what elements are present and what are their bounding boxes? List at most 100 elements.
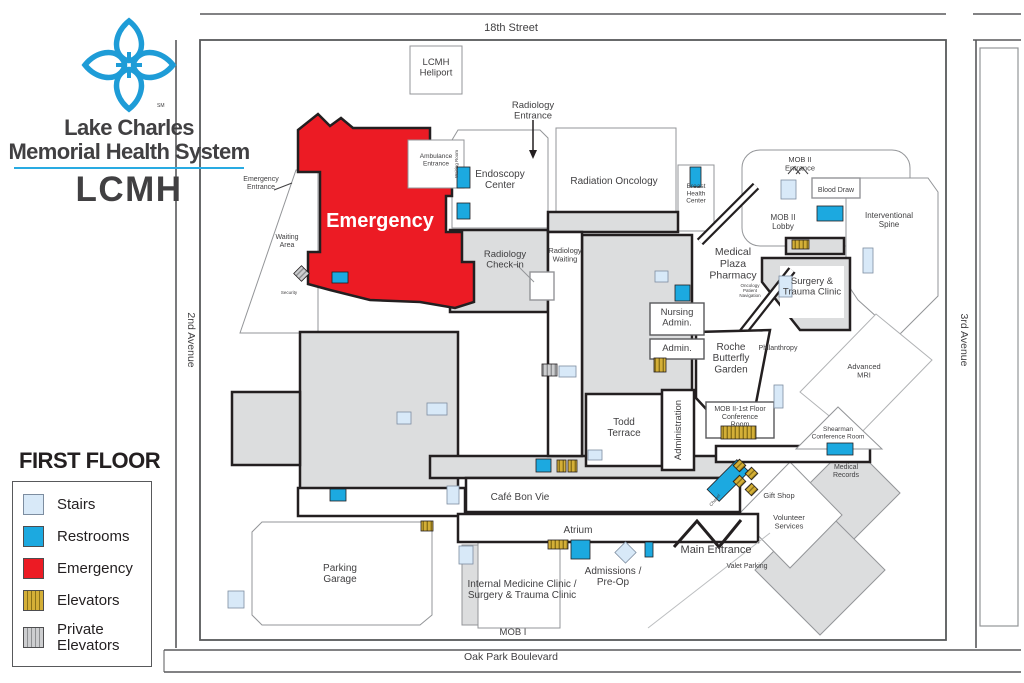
elevator-marker bbox=[732, 474, 747, 489]
room-ambulance-entrance bbox=[407, 139, 465, 189]
restroom-marker bbox=[456, 202, 471, 220]
street-lines bbox=[163, 13, 1021, 673]
building-endoscopy-center bbox=[451, 129, 549, 229]
corridor-administration bbox=[660, 388, 696, 472]
legend-label-stairs: Stairs bbox=[57, 495, 96, 513]
room-radiology-check-in bbox=[529, 271, 555, 301]
label-main-entrance: Main Entrance bbox=[681, 544, 752, 556]
emergency-entrance-arrow bbox=[273, 182, 293, 191]
block-across-3rd-avenue bbox=[979, 47, 1019, 627]
stairs-marker bbox=[862, 247, 874, 274]
elevator-marker bbox=[420, 520, 434, 532]
building-north-strip bbox=[546, 210, 680, 234]
building-gift-shop-volunteer bbox=[737, 461, 843, 569]
corridor-atrium bbox=[456, 512, 760, 544]
radiology-entrance-arrowhead bbox=[529, 150, 537, 159]
elevators-swatch bbox=[23, 590, 44, 611]
building-internal-medicine-clinic bbox=[477, 541, 561, 629]
room-admin bbox=[649, 338, 705, 360]
label-mob1: MOB I bbox=[500, 627, 527, 638]
label-administration: Administration bbox=[673, 400, 684, 460]
restroom-marker bbox=[456, 166, 471, 189]
elevator-marker bbox=[567, 459, 578, 473]
elevator-marker bbox=[720, 425, 757, 440]
private-swatch bbox=[23, 627, 44, 649]
radiology-check-in-pointer bbox=[515, 263, 535, 283]
label-emergency: Emergency bbox=[326, 210, 435, 232]
restroom-marker bbox=[826, 442, 854, 456]
stairs-marker bbox=[396, 411, 412, 425]
elevator-marker bbox=[744, 482, 759, 497]
label-waiting-room: Waiting Room bbox=[454, 150, 459, 178]
label-security: Security bbox=[281, 290, 298, 295]
label-blood-draw: Blood Draw bbox=[818, 187, 855, 194]
main-entrance-zigzag-wall bbox=[672, 518, 743, 550]
elevator-marker bbox=[653, 357, 667, 373]
mob2-entrance-marks bbox=[787, 166, 809, 175]
label-surgery-trauma-clinic: Surgery &Trauma Clinic bbox=[783, 276, 841, 298]
legend-item-emergency: Emergency bbox=[23, 558, 141, 579]
stairs-marker bbox=[446, 485, 460, 505]
legend-item-private: Private Elevators bbox=[23, 622, 141, 654]
legend-label-emergency: Emergency bbox=[57, 559, 133, 577]
lcmh-logo-icon: SM bbox=[81, 17, 177, 113]
restroom-marker bbox=[570, 539, 591, 560]
label-internal-medicine-clinic: Internal Medicine Clinic /Surgery & Trau… bbox=[468, 579, 577, 601]
stairs-marker bbox=[558, 365, 577, 378]
stairs-marker bbox=[458, 545, 474, 565]
restroom-marker bbox=[816, 205, 844, 222]
label-philanthropy: Philanthropy bbox=[759, 345, 798, 352]
elevator-marker bbox=[732, 458, 747, 473]
restroom-marker bbox=[674, 284, 691, 302]
logo-trademark: SM bbox=[157, 103, 165, 109]
label-street-2nd-avenue: 2nd Avenue bbox=[185, 312, 197, 367]
corridor-west bbox=[296, 486, 467, 518]
stairs-marker bbox=[778, 275, 793, 298]
legend-label-private: Private Elevators bbox=[57, 621, 120, 654]
marker-layer bbox=[227, 166, 874, 609]
brand-line1: Lake Charles bbox=[64, 115, 194, 140]
label-gift-shop: Gift Shop bbox=[763, 491, 794, 500]
stairs-marker bbox=[780, 179, 797, 200]
room-nursing-admin bbox=[649, 302, 705, 336]
legend-label-restrooms: Restrooms bbox=[57, 527, 130, 545]
building-heliport bbox=[409, 45, 463, 95]
label-atrium: Atrium bbox=[564, 525, 593, 536]
legend-title: FIRST FLOOR bbox=[19, 448, 161, 473]
stairs-marker bbox=[654, 270, 669, 283]
elevator-marker bbox=[791, 239, 810, 250]
label-cafe-bon-vie: Café Bon Vie bbox=[491, 492, 550, 503]
brand-header: SM Lake Charles Memorial Health System L… bbox=[0, 14, 258, 210]
room-cafe-bon-vie bbox=[464, 476, 742, 514]
stairs-marker bbox=[587, 449, 603, 461]
label-street-3rd-avenue: 3rd Avenue bbox=[958, 314, 970, 367]
building-radiation-oncology bbox=[555, 127, 677, 213]
restroom-marker bbox=[329, 488, 347, 502]
stairs-marker bbox=[773, 384, 784, 409]
valet-drive-line bbox=[647, 532, 771, 629]
elevator-marker bbox=[556, 459, 567, 473]
legend-item-restrooms: Restrooms bbox=[23, 526, 141, 547]
stairs-marker bbox=[614, 541, 637, 564]
stairs-marker bbox=[426, 402, 448, 416]
private-marker bbox=[541, 363, 558, 377]
